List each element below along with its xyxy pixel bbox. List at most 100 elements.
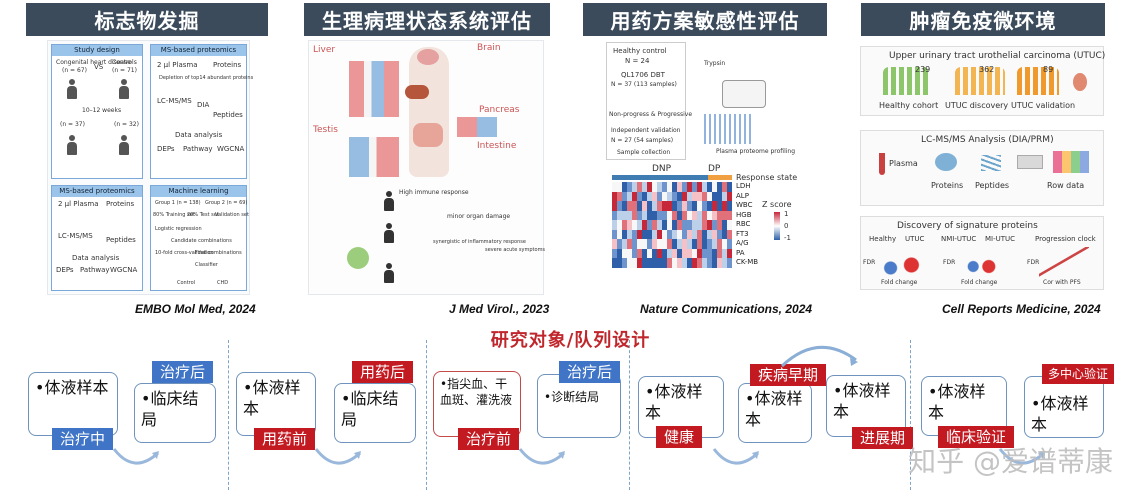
heatmap-cell	[612, 239, 617, 249]
logistic-label: Logistic regression	[155, 226, 202, 232]
fold-label-2: Fold change	[961, 279, 998, 286]
heatmap-cell	[712, 201, 717, 211]
test-label: 20% Test set	[187, 212, 219, 218]
proteins-label: Proteins	[213, 61, 242, 69]
wgcna-label-2: WGCNA	[110, 266, 138, 274]
heatmap-cell	[667, 220, 672, 230]
heatmap-cell	[612, 182, 617, 192]
fdr-label-2: FDR	[943, 259, 956, 266]
nonprog-label: Non-progress & Progressive	[609, 111, 693, 118]
g5-box-multicenter-sample: •体液样本	[1024, 376, 1104, 438]
rowdata-label: Row data	[1047, 181, 1085, 190]
heatmap-cell	[612, 201, 617, 211]
heatmap-cell	[627, 210, 632, 221]
heatmap-cell	[717, 201, 722, 211]
immune-label: High immune response	[399, 189, 469, 196]
healthy-label: Healthy control	[613, 47, 667, 55]
heatmap-cell	[712, 239, 717, 249]
heatmap-cell	[687, 201, 692, 211]
cor-label: Cor with PFS	[1043, 279, 1081, 286]
heatmap-cell	[622, 201, 627, 211]
heatmap-cell	[697, 182, 702, 192]
n37-label: N = 37 (113 samples)	[611, 81, 677, 88]
heatmap-cell	[677, 229, 682, 240]
volcano-plot-2	[955, 247, 1007, 277]
heatmap-cell	[717, 229, 722, 240]
g4-tag-healthy: 健康	[656, 426, 703, 448]
discovery-crowd	[955, 67, 1005, 95]
cohort-flow: Healthy control N = 24 QL1706 DBT N = 37…	[606, 42, 692, 160]
g3-tag-post-treatment: 治疗后	[559, 361, 621, 383]
heatmap-cell	[642, 220, 647, 230]
heatmap-cell	[682, 258, 687, 268]
heatmap-cell	[617, 191, 622, 202]
heatmap-cell	[652, 191, 657, 202]
final-label: Final combinations	[195, 250, 242, 256]
heatmap-cell	[707, 229, 712, 240]
heatmap-cell	[682, 248, 687, 259]
utuc-title: Upper urinary tract urothelial carcinoma…	[889, 51, 1106, 61]
heatmap-cell	[652, 210, 657, 221]
heatmap-cell	[642, 201, 647, 211]
ms-proteomics-heading: MS-based proteomics	[151, 45, 246, 56]
heatmap-cell	[637, 182, 642, 192]
ml-heading: Machine learning	[151, 186, 246, 197]
header-tumor-immune: 肿瘤免疫微环境	[861, 3, 1105, 36]
divider-3	[629, 340, 630, 490]
data-analysis-label-2: Data analysis	[72, 254, 120, 262]
heatmap-cell	[687, 182, 692, 192]
fold-label-1: Fold change	[881, 279, 918, 286]
testis-heatmap	[349, 137, 399, 177]
citation-3: Nature Communications, 2024	[640, 302, 813, 316]
fdr-label-1: FDR	[863, 259, 876, 266]
heatmap-cell	[627, 191, 632, 202]
heatmap-cell	[657, 191, 662, 202]
heatmap-cell	[682, 191, 687, 202]
heatmap-cell	[677, 220, 682, 230]
data-analysis-label: Data analysis	[175, 131, 223, 139]
heatmap-cell	[692, 239, 697, 249]
g3-arrow	[518, 448, 566, 465]
heatmap-cell	[707, 239, 712, 249]
heatmap-cell	[647, 258, 652, 268]
heatmap-cell	[662, 248, 667, 259]
heatmap-cell	[727, 258, 732, 268]
heatmap-cell	[612, 248, 617, 259]
heatmap-cell	[677, 258, 682, 268]
heatmap-cell	[707, 210, 712, 221]
heatmap-cell	[687, 239, 692, 249]
heatmap-cell	[667, 191, 672, 202]
volcano2-b: MI-UTUC	[985, 235, 1016, 243]
testis-label: Testis	[313, 125, 338, 135]
heatmap-cell	[692, 182, 697, 192]
heatmap-cell	[672, 239, 677, 249]
heatmap-cell	[647, 220, 652, 230]
heatmap-cell	[707, 191, 712, 202]
heatmap-cell	[717, 210, 722, 221]
heatmap-cell	[637, 229, 642, 240]
heatmap-cell	[722, 220, 727, 230]
heatmap-cell	[627, 248, 632, 259]
validation-crowd	[1017, 67, 1059, 95]
heatmap-cell	[647, 201, 652, 211]
heatmap-cell	[687, 210, 692, 221]
heatmap-cell	[682, 201, 687, 211]
clock-label: Progression clock	[1035, 235, 1096, 243]
heatmap-cell	[682, 229, 687, 240]
figure-panel-4: Upper urinary tract urothelial carcinoma…	[860, 40, 1106, 295]
heatmap-cell	[662, 210, 667, 221]
validation-count: 89	[1043, 65, 1054, 74]
plasma-label: 2 μl Plasma	[157, 61, 198, 69]
figure-panel-2: Liver Brain Testis Pancreas Intestine Hi…	[308, 40, 545, 295]
patient-icon	[66, 79, 78, 99]
heatmap-cell	[632, 201, 637, 211]
n24-label: N = 24	[625, 57, 650, 65]
heatmap-cell	[697, 220, 702, 230]
heatmap-cell	[637, 239, 642, 249]
liver-organ	[405, 85, 429, 99]
divider-1	[228, 340, 229, 490]
marker-label: LDH	[736, 182, 751, 190]
marker-label: PA	[736, 248, 745, 257]
zscore-bar	[774, 212, 780, 240]
heatmap-cell	[617, 201, 622, 211]
